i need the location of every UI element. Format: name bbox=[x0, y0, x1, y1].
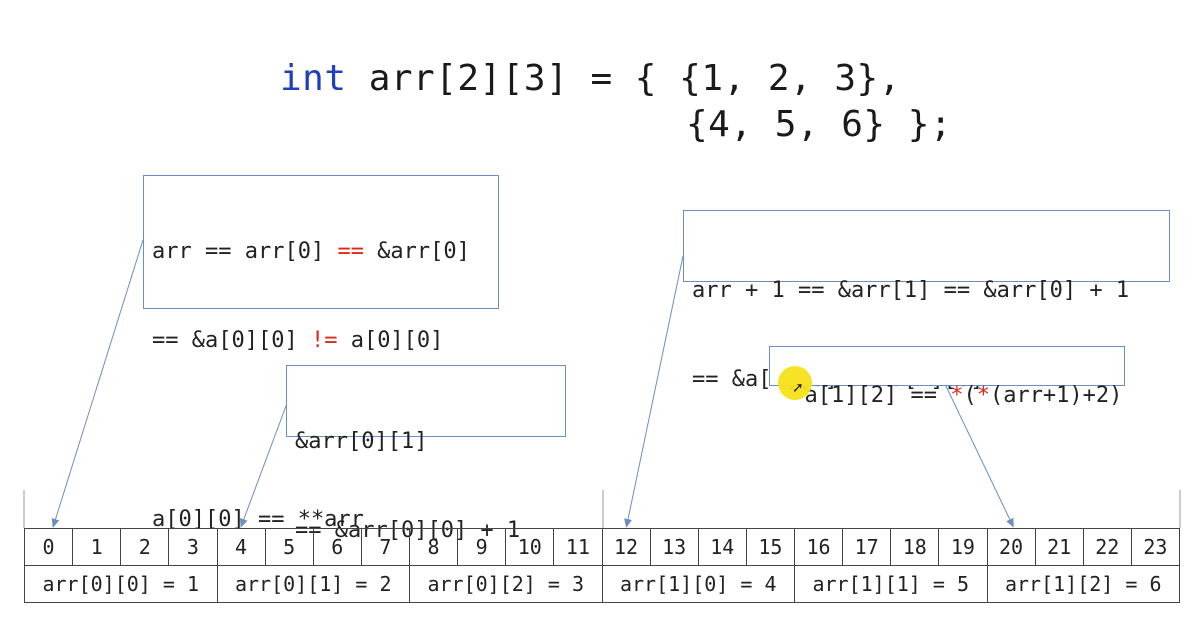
text-part: (arr+1)+2) bbox=[989, 382, 1123, 408]
text-part: arr == arr[0] bbox=[152, 239, 338, 265]
box-right-line-1: arr + 1 == &arr[1] == &arr[0] + 1 bbox=[692, 278, 1130, 304]
byte-cell: 0 bbox=[23, 528, 74, 566]
byte-cell: 17 bbox=[842, 528, 892, 566]
box-left-line-2: == &a[0][0] != a[0][0] bbox=[152, 326, 490, 356]
text-part: ( bbox=[963, 382, 977, 408]
byte-cell: 20 bbox=[986, 528, 1036, 566]
byte-cell: 11 bbox=[553, 528, 603, 566]
cursor-highlight bbox=[778, 366, 812, 400]
box-left-line-1: arr == arr[0] == &arr[0] bbox=[152, 237, 490, 267]
not-equals-operator: != bbox=[310, 328, 338, 354]
byte-cell: 16 bbox=[793, 528, 844, 566]
element-cell: arr[0][0] = 1 bbox=[24, 565, 218, 603]
text-part: a[0][0] bbox=[337, 328, 444, 354]
declaration-line-1: int arr[2][3] = { {1, 2, 3}, bbox=[280, 58, 901, 99]
element-cell: arr[0][2] = 3 bbox=[409, 565, 603, 603]
arrow-to-byte-12 bbox=[624, 255, 684, 528]
byte-cell: 23 bbox=[1130, 528, 1181, 566]
declaration-rest: arr[2][3] = { {1, 2, 3}, bbox=[346, 58, 901, 99]
byte-cell: 14 bbox=[697, 528, 747, 566]
byte-cell: 7 bbox=[360, 528, 411, 566]
element-cell: arr[1][1] = 5 bbox=[794, 565, 988, 603]
byte-cell: 19 bbox=[938, 528, 988, 566]
deref-operator: * bbox=[950, 382, 964, 408]
int-keyword: int bbox=[280, 58, 347, 99]
declaration-line-2: {4, 5, 6} }; bbox=[686, 104, 953, 145]
byte-cell: 9 bbox=[457, 528, 507, 566]
element-cell: arr[0][1] = 2 bbox=[216, 565, 410, 603]
box-a-1-2-expression: a[1][2] == *(*(arr+1)+2) bbox=[769, 346, 1125, 408]
box-mid-line-1: &arr[0][1] bbox=[295, 429, 428, 455]
byte-cell: 12 bbox=[601, 528, 651, 566]
box-arr-plus-1: arr + 1 == &arr[1] == &arr[0] + 1 == &a[… bbox=[683, 210, 1170, 392]
byte-cell: 4 bbox=[216, 528, 266, 566]
byte-cell: 6 bbox=[312, 528, 362, 566]
byte-cell: 21 bbox=[1034, 528, 1084, 566]
byte-cell: 2 bbox=[120, 528, 170, 566]
equals-operator: == bbox=[337, 239, 364, 265]
text-part: == &a[0][0] bbox=[152, 328, 311, 354]
element-cell: arr[1][0] = 4 bbox=[601, 565, 795, 603]
byte-cell: 13 bbox=[649, 528, 699, 566]
element-cell: arr[1][2] = 6 bbox=[986, 565, 1180, 603]
byte-cell: 10 bbox=[505, 528, 555, 566]
byte-cell: 8 bbox=[408, 528, 459, 566]
box-arr-0-1: &arr[0][1] == &arr[0][0] + 1 bbox=[286, 365, 566, 543]
arrow-to-byte-20 bbox=[944, 383, 1014, 528]
deref-operator: * bbox=[976, 382, 990, 408]
mouse-pointer-icon: ➚ bbox=[792, 380, 804, 396]
byte-cell: 3 bbox=[168, 528, 218, 566]
arrow-to-byte-4 bbox=[239, 397, 290, 528]
byte-cell: 18 bbox=[890, 528, 940, 566]
text-part: &arr[0] bbox=[363, 239, 470, 265]
arrow-to-byte-0 bbox=[51, 239, 144, 528]
text-part: a[1][2] == bbox=[804, 382, 951, 408]
byte-cell: 15 bbox=[745, 528, 796, 566]
box-arr-equivalences: arr == arr[0] == &arr[0] == &a[0][0] != … bbox=[143, 175, 499, 532]
box-left-line-3: a[0][0] == **arr bbox=[152, 506, 364, 532]
byte-cell: 22 bbox=[1082, 528, 1132, 566]
byte-cell: 5 bbox=[264, 528, 314, 566]
byte-cell: 1 bbox=[72, 528, 122, 566]
